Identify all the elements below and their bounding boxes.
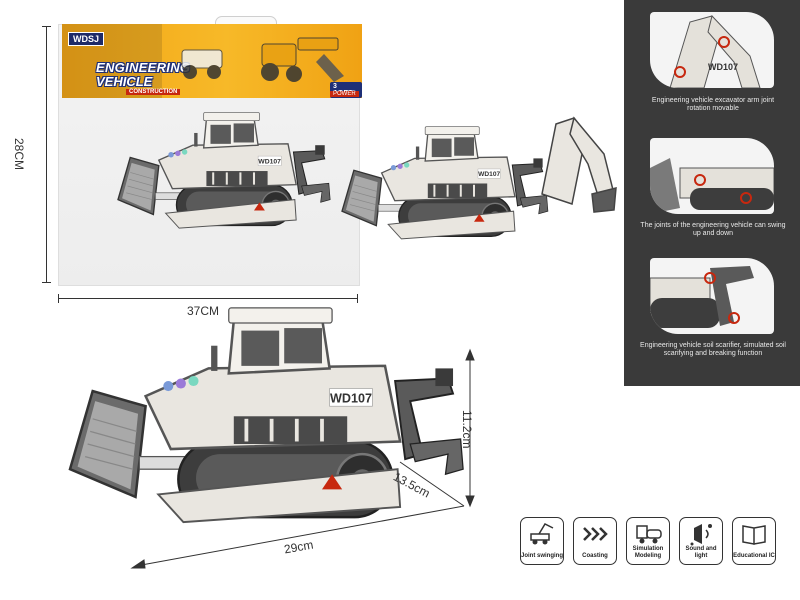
simulation-modeling-icon	[636, 525, 662, 544]
sound-light-label: Sound and light	[685, 546, 717, 559]
package-bulldozer-backhoe	[341, 116, 617, 240]
package-height-label: 28CM	[12, 138, 26, 171]
simulation-modeling-feature: Simulation Modeling	[626, 517, 670, 565]
joint-swinging-feature: Joint swinging	[520, 517, 564, 565]
package-banner: WDSJ ENGINEERING VEHICLE CONSTRUCTION 3 …	[62, 24, 362, 98]
excavator-arm-photo: WD107	[650, 12, 774, 88]
package-width-label: 37CM	[187, 304, 220, 318]
package-width-line	[58, 298, 358, 299]
joint-swinging-label: Joint swinging	[521, 553, 563, 559]
brand-logo: WDSJ	[68, 32, 105, 46]
package-title-line1: ENGINEERING	[96, 60, 191, 75]
sound-light-feature: Sound and light	[679, 517, 723, 565]
coasting-label: Coasting	[582, 553, 608, 559]
coasting-feature: Coasting	[573, 517, 617, 565]
soil-scarifier-photo	[650, 258, 774, 334]
toy-height-label: 11.2cm	[460, 410, 474, 449]
coasting-icon	[583, 527, 608, 541]
educational-ic-feature: Educational IC	[732, 517, 776, 565]
feature-caption-3: Engineering vehicle soil scarifier, simu…	[640, 342, 786, 357]
educational-book-icon	[742, 525, 766, 545]
feature-caption-2: The joints of the engineering vehicle ca…	[640, 222, 786, 237]
package-title-line2: VEHICLE	[96, 74, 153, 89]
package-height-line	[46, 26, 47, 282]
bulldozer-joint-photo	[650, 138, 774, 214]
feature-caption-1: Engineering vehicle excavator arm joint …	[651, 97, 775, 112]
power-tag: POWER	[330, 91, 359, 97]
simulation-modeling-label: Simulation Modeling	[632, 546, 664, 559]
main-bulldozer-image	[68, 306, 466, 525]
package-bulldozer-front	[116, 111, 332, 230]
package-subtitle: CONSTRUCTION	[126, 89, 181, 95]
sound-light-icon	[690, 524, 712, 546]
svg-text:WD107: WD107	[708, 62, 738, 72]
joint-swinging-icon	[530, 523, 554, 545]
educational-ic-label: Educational IC	[733, 553, 775, 559]
banner-vehicles-illustration	[181, 37, 344, 82]
